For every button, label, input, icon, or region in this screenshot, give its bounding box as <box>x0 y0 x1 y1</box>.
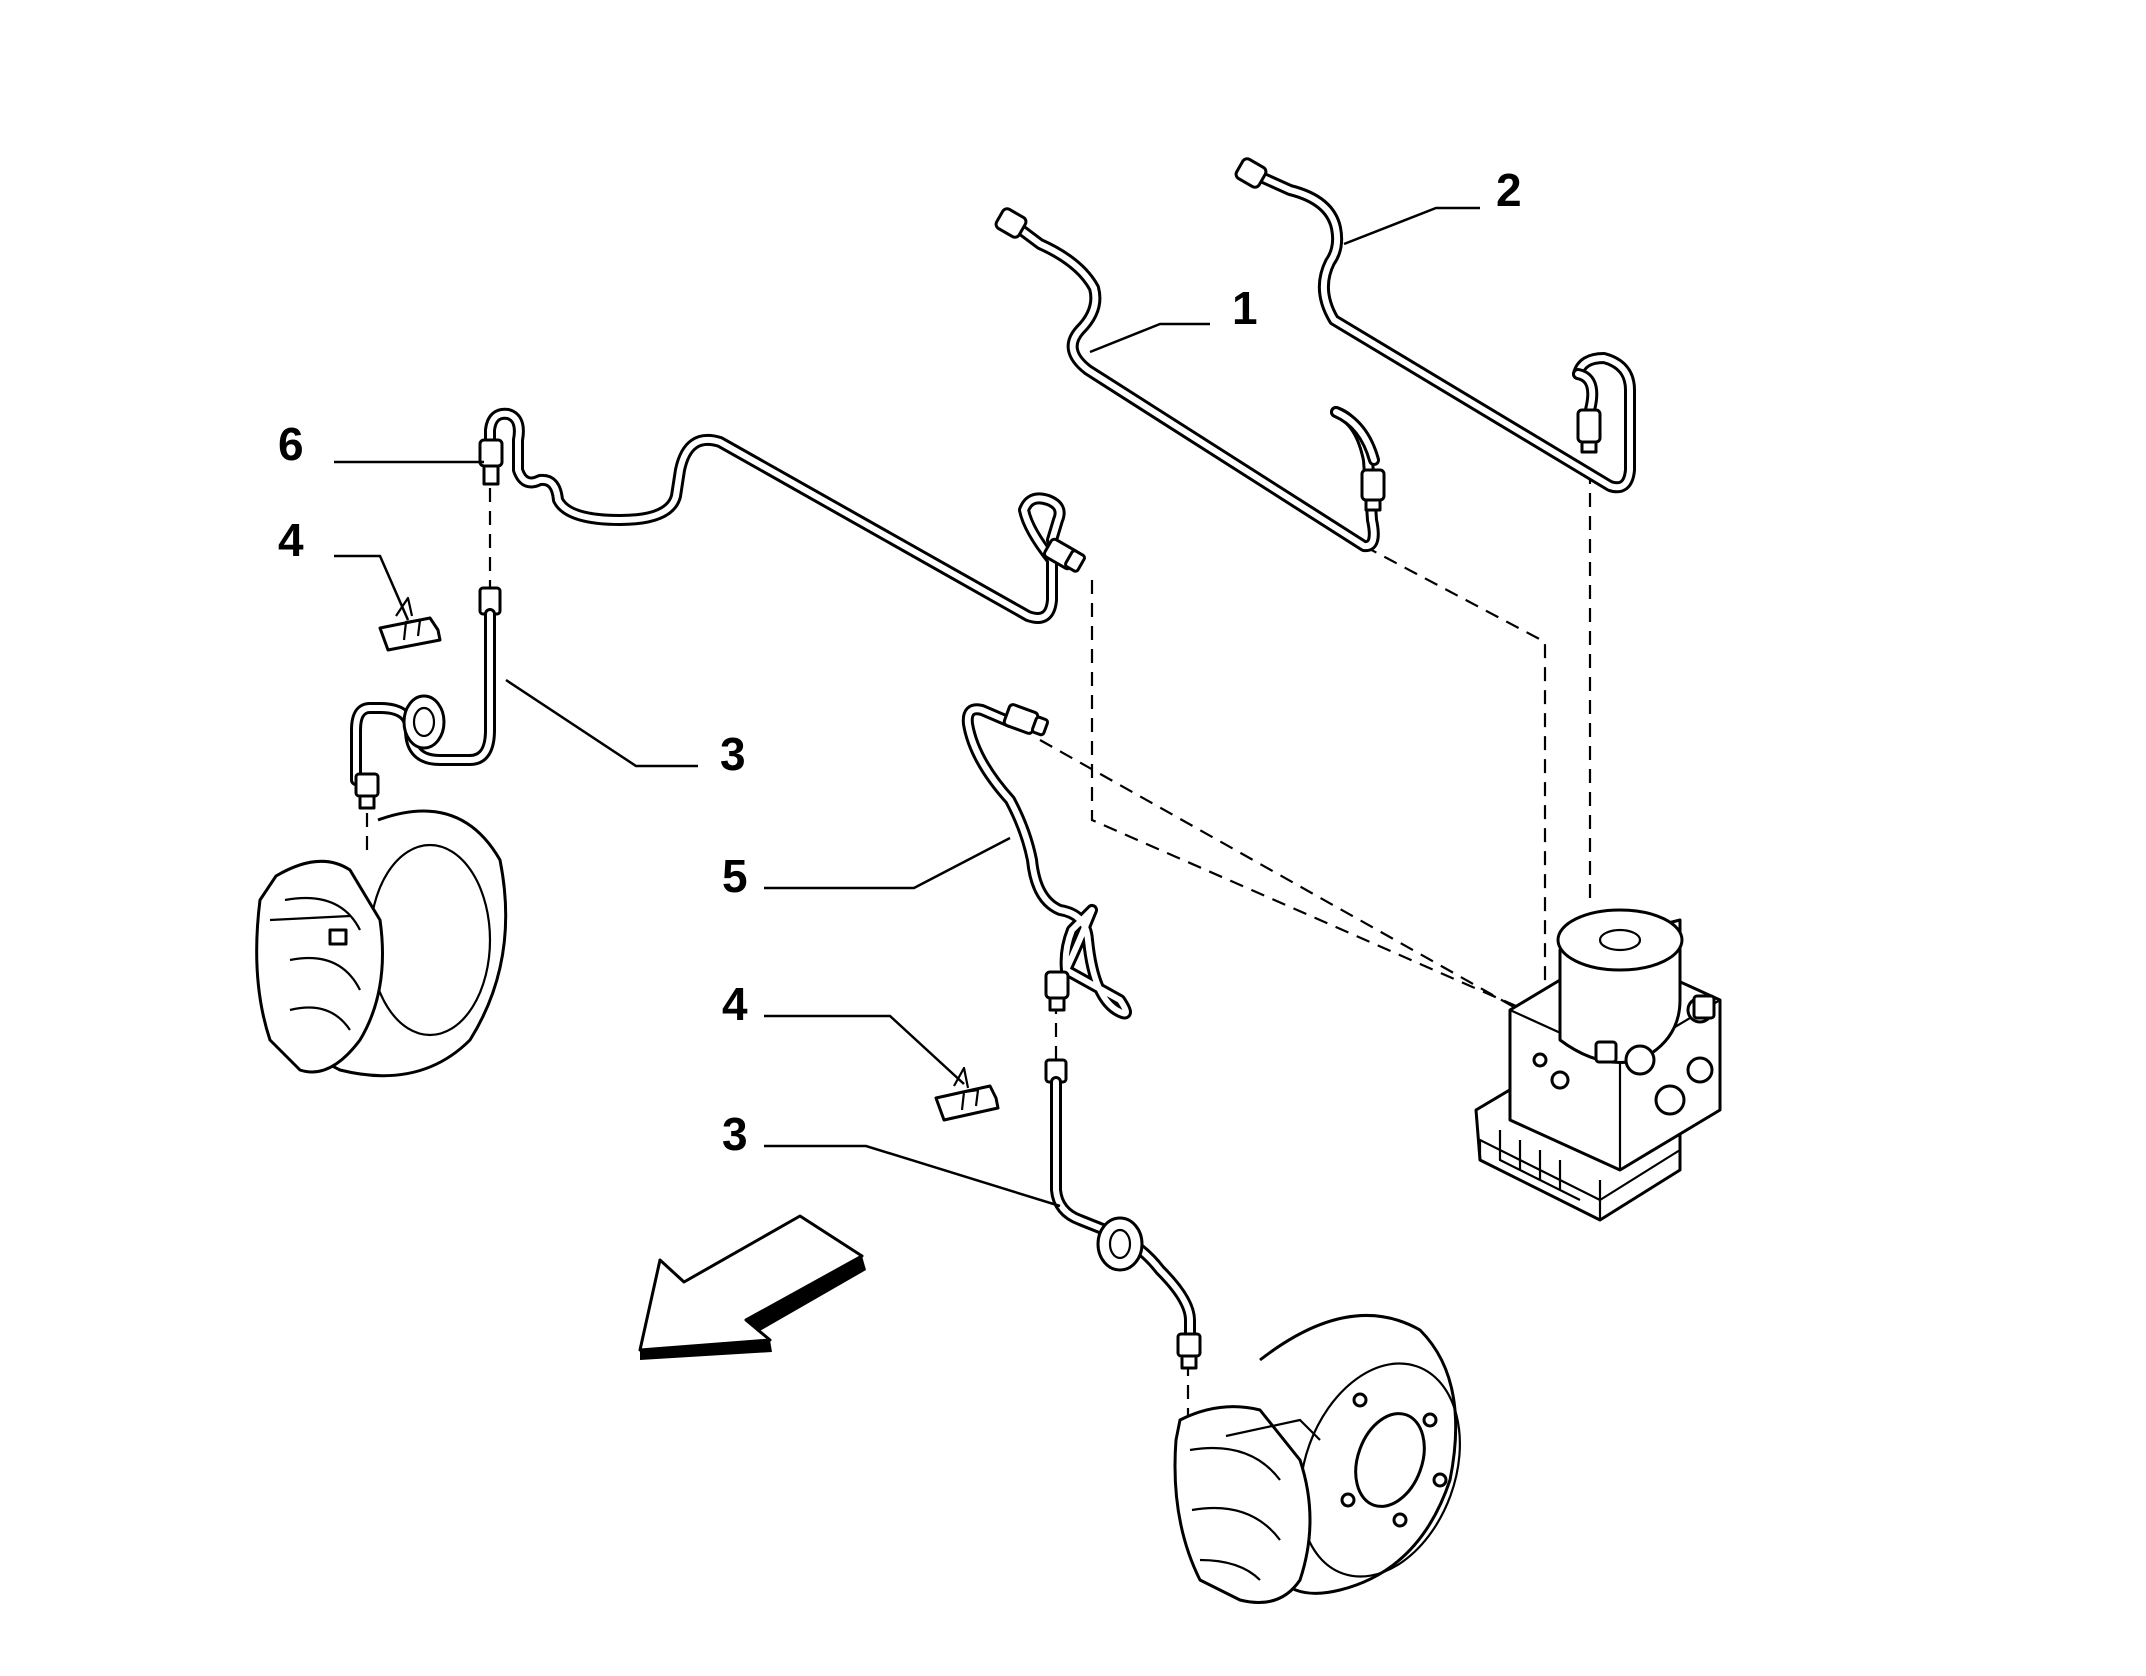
direction-arrow-icon <box>638 1214 866 1360</box>
brake-pipe-front-left[interactable] <box>484 407 1086 624</box>
callout-1: 1 <box>1232 282 1258 334</box>
callout-3-lower: 3 <box>722 1108 748 1160</box>
brake-disc-right <box>1173 1313 1461 1604</box>
abs-hydraulic-unit <box>1474 908 1722 1222</box>
callout-5: 5 <box>722 850 748 902</box>
callout-3-upper: 3 <box>720 728 746 780</box>
callout-2: 2 <box>1496 164 1522 216</box>
callout-4-lower: 4 <box>722 978 748 1030</box>
brake-disc-left <box>255 809 508 1078</box>
brake-pipe-1[interactable] <box>994 207 1386 553</box>
flex-hose-left[interactable] <box>350 586 502 810</box>
callout-leaders <box>334 206 1480 1208</box>
callout-6: 6 <box>278 418 304 470</box>
clip-4-right[interactable] <box>934 1066 1000 1122</box>
brake-pipe-5[interactable] <box>961 703 1132 1020</box>
callout-4-upper: 4 <box>278 514 304 566</box>
brake-pipe-2[interactable] <box>1234 157 1636 494</box>
clip-4-left[interactable] <box>378 596 442 652</box>
flex-hose-right[interactable] <box>1044 1058 1202 1370</box>
pipe-fitting-6[interactable] <box>478 438 504 486</box>
